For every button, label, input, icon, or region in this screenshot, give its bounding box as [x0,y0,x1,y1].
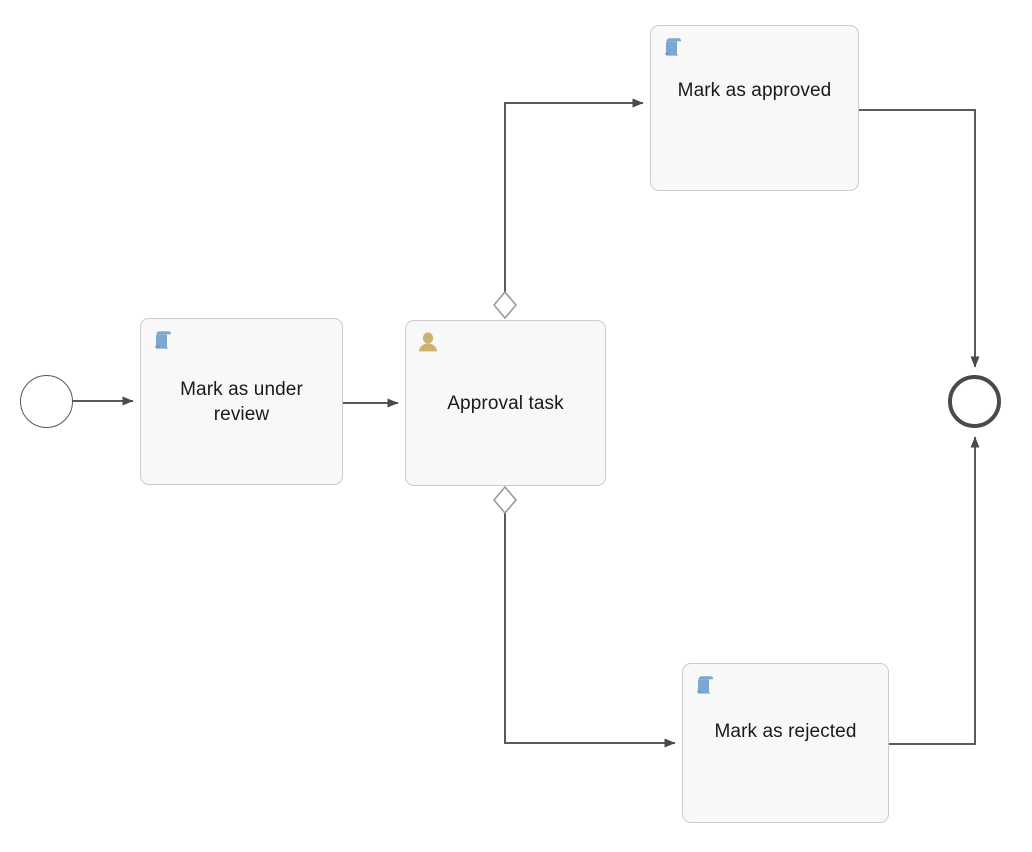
flow-approval-to-rejected[interactable] [492,485,676,748]
flow-approval-to-approved[interactable] [492,98,644,320]
flow-approved-to-end[interactable] [859,109,980,368]
end-event[interactable] [948,375,1001,428]
task-label: Mark as approved [677,79,832,101]
task-approval-task[interactable]: Approval task [405,320,606,486]
script-task-icon [660,34,686,60]
task-label: Mark as rejected [714,720,857,742]
task-mark-as-approved[interactable]: Mark as approved [650,25,859,191]
conditional-flow-diamond-marker [492,290,518,320]
flow-line [504,500,676,748]
flow-line [889,436,980,745]
flow-rejected-to-end[interactable] [889,436,980,745]
script-task-icon [150,327,176,353]
flow-line [504,98,644,305]
start-event[interactable] [20,375,73,428]
task-label: Mark as under review [180,378,303,425]
user-task-icon [415,329,441,355]
flow-line [859,109,980,368]
script-task-icon [692,672,718,698]
task-label: Approval task [447,392,564,414]
conditional-flow-diamond-marker [492,485,518,515]
task-mark-as-rejected[interactable]: Mark as rejected [682,663,889,823]
task-mark-as-under-review[interactable]: Mark as under review [140,318,343,485]
